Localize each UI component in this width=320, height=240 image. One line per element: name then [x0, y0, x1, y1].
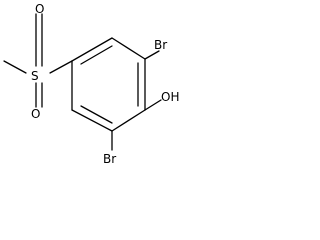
- sulfur-label: S: [31, 69, 39, 83]
- hydroxyl-bond: [144, 99, 162, 111]
- benzene-ring: [71, 37, 146, 132]
- methyl-sulfur-bond: [3, 60, 27, 74]
- oxygen-top-label: O: [35, 2, 44, 16]
- oxygen-bottom-label: O: [31, 107, 40, 121]
- bromine-top-label: Br: [154, 38, 167, 52]
- hydroxyl-label: OH: [161, 90, 179, 104]
- chemical-structure: S O O Br OH Br: [3, 2, 179, 166]
- bromine-bottom-label: Br: [103, 152, 116, 166]
- sulfonyl-oxygen-top-bond: [35, 13, 43, 67]
- bromine-top-bond: [144, 50, 160, 60]
- sulfonyl-oxygen-bottom-bond: [35, 82, 43, 108]
- sulfur-ring-bond: [49, 60, 73, 74]
